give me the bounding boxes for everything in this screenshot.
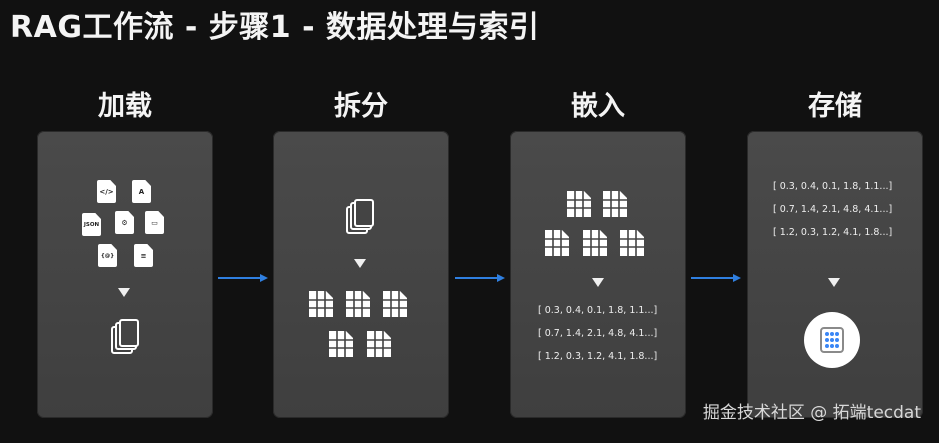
pdf-file-icon: A — [132, 180, 151, 203]
vector-row: [ 1.2, 0.3, 1.2, 4.1, 1.8...] — [538, 351, 658, 362]
down-arrow-icon — [118, 288, 130, 297]
down-arrow-icon — [354, 259, 366, 268]
watermark: 掘金技术社区 @ 拓端tecdat — [702, 403, 921, 423]
chunk-icon — [383, 291, 407, 317]
chunk-icon — [545, 230, 569, 256]
vector-database-icon — [804, 312, 860, 368]
chunk-icon — [620, 230, 644, 256]
page-title: RAG工作流 - 步骤1 - 数据处理与索引 — [10, 10, 540, 45]
flow-arrow-icon — [691, 268, 741, 282]
image-file-icon: ⚙ — [115, 211, 134, 234]
code-file-icon: </> — [97, 180, 116, 203]
flow-arrow-icon — [455, 268, 505, 282]
slide-file-icon: ▭ — [145, 211, 164, 234]
json-file-icon: JSON — [82, 213, 101, 236]
stage-title-embed: 嵌入 — [571, 91, 625, 122]
stage-card-embed: [ 0.3, 0.4, 0.1, 1.8, 1.1...] [ 0.7, 1.4… — [510, 131, 686, 418]
chunk-icon — [567, 191, 591, 217]
chunk-icon — [346, 291, 370, 317]
chunk-icon — [603, 191, 627, 217]
chunk-icon — [309, 291, 333, 317]
stage-title-store: 存储 — [808, 91, 862, 122]
vector-row: [ 1.2, 0.3, 1.2, 4.1, 1.8...] — [773, 227, 893, 238]
data-file-icon: {@} — [98, 244, 117, 267]
stage-title-split: 拆分 — [334, 91, 388, 122]
vector-row: [ 0.7, 1.4, 2.1, 4.8, 4.1...] — [773, 204, 893, 215]
documents-icon — [110, 319, 140, 355]
down-arrow-icon — [592, 278, 604, 287]
vector-row: [ 0.3, 0.4, 0.1, 1.8, 1.1...] — [538, 305, 658, 316]
vector-row: [ 0.7, 1.4, 2.1, 4.8, 4.1...] — [538, 328, 658, 339]
chunk-icon — [329, 331, 353, 357]
text-file-icon: ≡ — [134, 244, 153, 267]
chunk-icon — [583, 230, 607, 256]
flow-arrow-icon — [218, 268, 268, 282]
documents-icon — [345, 199, 375, 235]
stage-title-load: 加载 — [98, 91, 152, 122]
stage-card-store: [ 0.3, 0.4, 0.1, 1.8, 1.1...] [ 0.7, 1.4… — [747, 131, 923, 418]
vector-row: [ 0.3, 0.4, 0.1, 1.8, 1.1...] — [773, 181, 893, 192]
stage-card-load: </> A JSON ⚙ ▭ {@} ≡ — [37, 131, 213, 418]
stage-card-split — [273, 131, 449, 418]
down-arrow-icon — [828, 278, 840, 287]
chunk-icon — [367, 331, 391, 357]
